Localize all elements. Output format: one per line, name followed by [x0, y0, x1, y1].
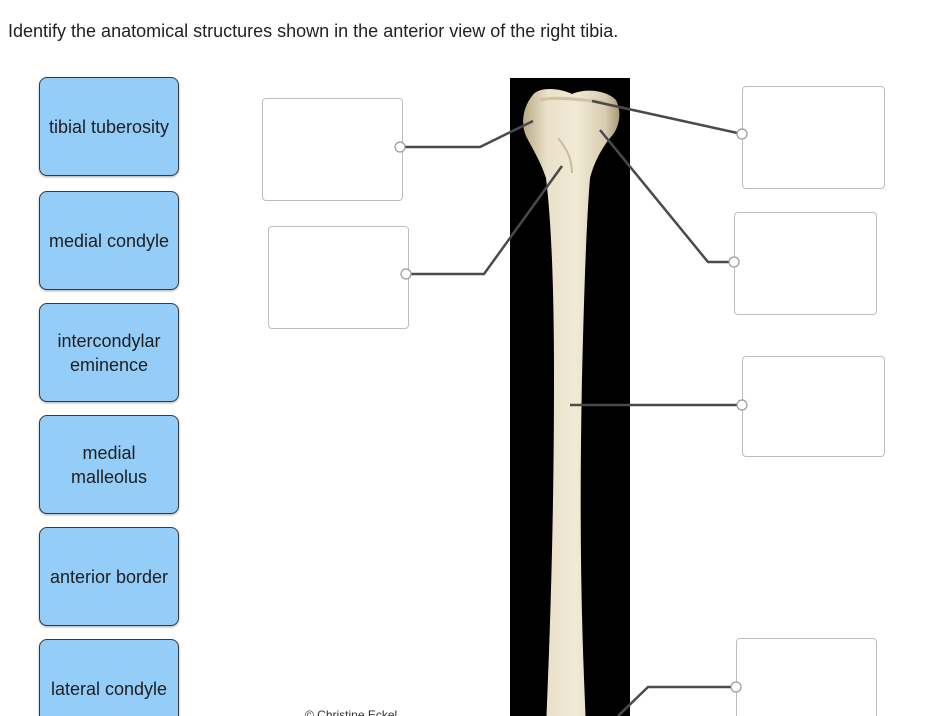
drop-target-upper-left[interactable]: [262, 98, 403, 201]
leader-line-lower-right: [617, 685, 736, 716]
term-card-medial-malleolus[interactable]: medial malleolus: [39, 415, 179, 514]
term-label: lateral condyle: [50, 678, 168, 699]
term-label: tibial tuberosity: [48, 116, 170, 137]
term-label: intercondylar eminence: [57, 330, 161, 375]
term-label: anterior border: [49, 566, 169, 587]
term-label: medial malleolus: [70, 442, 148, 487]
tibia-image: [510, 78, 630, 716]
drop-target-middle-right[interactable]: [734, 212, 877, 315]
tibial-tuberosity-shading: [557, 137, 573, 174]
tibia-illustration: [523, 89, 620, 716]
term-label: medial condyle: [48, 230, 170, 251]
term-card-anterior-border[interactable]: anterior border: [39, 527, 179, 626]
term-card-lateral-condyle[interactable]: lateral condyle: [39, 639, 179, 716]
drop-target-shaft-right[interactable]: [742, 356, 885, 457]
drop-target-middle-left[interactable]: [268, 226, 409, 329]
tibia-bone: [523, 89, 620, 716]
question-prompt: Identify the anatomical structures shown…: [8, 21, 619, 41]
image-credit: © Christine Eckel: [305, 708, 398, 716]
term-card-intercondylar-eminence[interactable]: intercondylar eminence: [39, 303, 179, 402]
term-card-medial-condyle[interactable]: medial condyle: [39, 191, 179, 290]
drop-target-lower-right[interactable]: [736, 638, 877, 716]
drop-target-upper-right[interactable]: [742, 86, 885, 189]
term-card-tibial-tuberosity[interactable]: tibial tuberosity: [39, 77, 179, 176]
